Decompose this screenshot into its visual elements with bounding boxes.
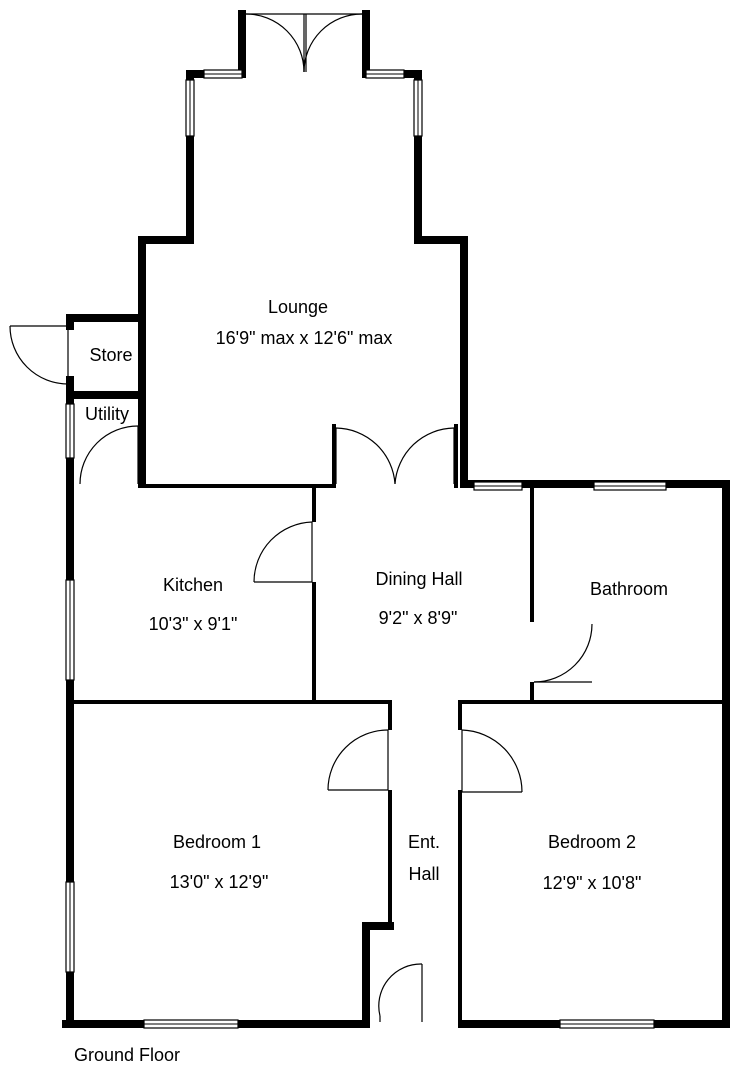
store-door <box>9 325 69 385</box>
window <box>473 481 523 491</box>
room-labels: Lounge 16'9" max x 12'6" max Store Utili… <box>74 297 668 1065</box>
ent-hall-name-line1: Ent. <box>408 832 440 852</box>
bedroom1-door <box>327 729 389 791</box>
french-door <box>245 13 363 73</box>
lounge-name: Lounge <box>268 297 328 317</box>
bedroom2-name: Bedroom 2 <box>548 832 636 852</box>
ent-hall-name-line2: Hall <box>408 864 439 884</box>
doors <box>9 13 593 1022</box>
lounge-dimensions: 16'9" max x 12'6" max <box>216 328 393 348</box>
window <box>65 579 75 681</box>
window <box>143 1019 239 1029</box>
window <box>65 403 75 459</box>
utility-door <box>79 425 139 485</box>
bedroom2-door <box>461 729 523 793</box>
bathroom-door <box>533 623 593 683</box>
bedroom2-dimensions: 12'9" x 10'8" <box>543 873 642 893</box>
utility-name: Utility <box>85 404 129 424</box>
dining-hall-name: Dining Hall <box>375 569 462 589</box>
kitchen-name: Kitchen <box>163 575 223 595</box>
window <box>559 1019 655 1029</box>
interior-walls <box>68 396 728 1026</box>
window <box>203 69 243 79</box>
kitchen-dimensions: 10'3" x 9'1" <box>149 614 238 634</box>
store-name: Store <box>89 345 132 365</box>
lounge-dining-doors <box>335 427 455 485</box>
window <box>593 481 667 491</box>
bathroom-name: Bathroom <box>590 579 668 599</box>
kitchen-door <box>253 521 313 583</box>
window <box>65 881 75 973</box>
floor-label: Ground Floor <box>74 1045 180 1065</box>
windows <box>65 69 667 1029</box>
bedroom1-dimensions: 13'0" x 12'9" <box>170 872 269 892</box>
front-door <box>378 963 423 1022</box>
bedroom1-name: Bedroom 1 <box>173 832 261 852</box>
dining-hall-dimensions: 9'2" x 8'9" <box>379 608 458 628</box>
window <box>365 69 405 79</box>
window <box>185 79 195 137</box>
window <box>413 79 423 137</box>
